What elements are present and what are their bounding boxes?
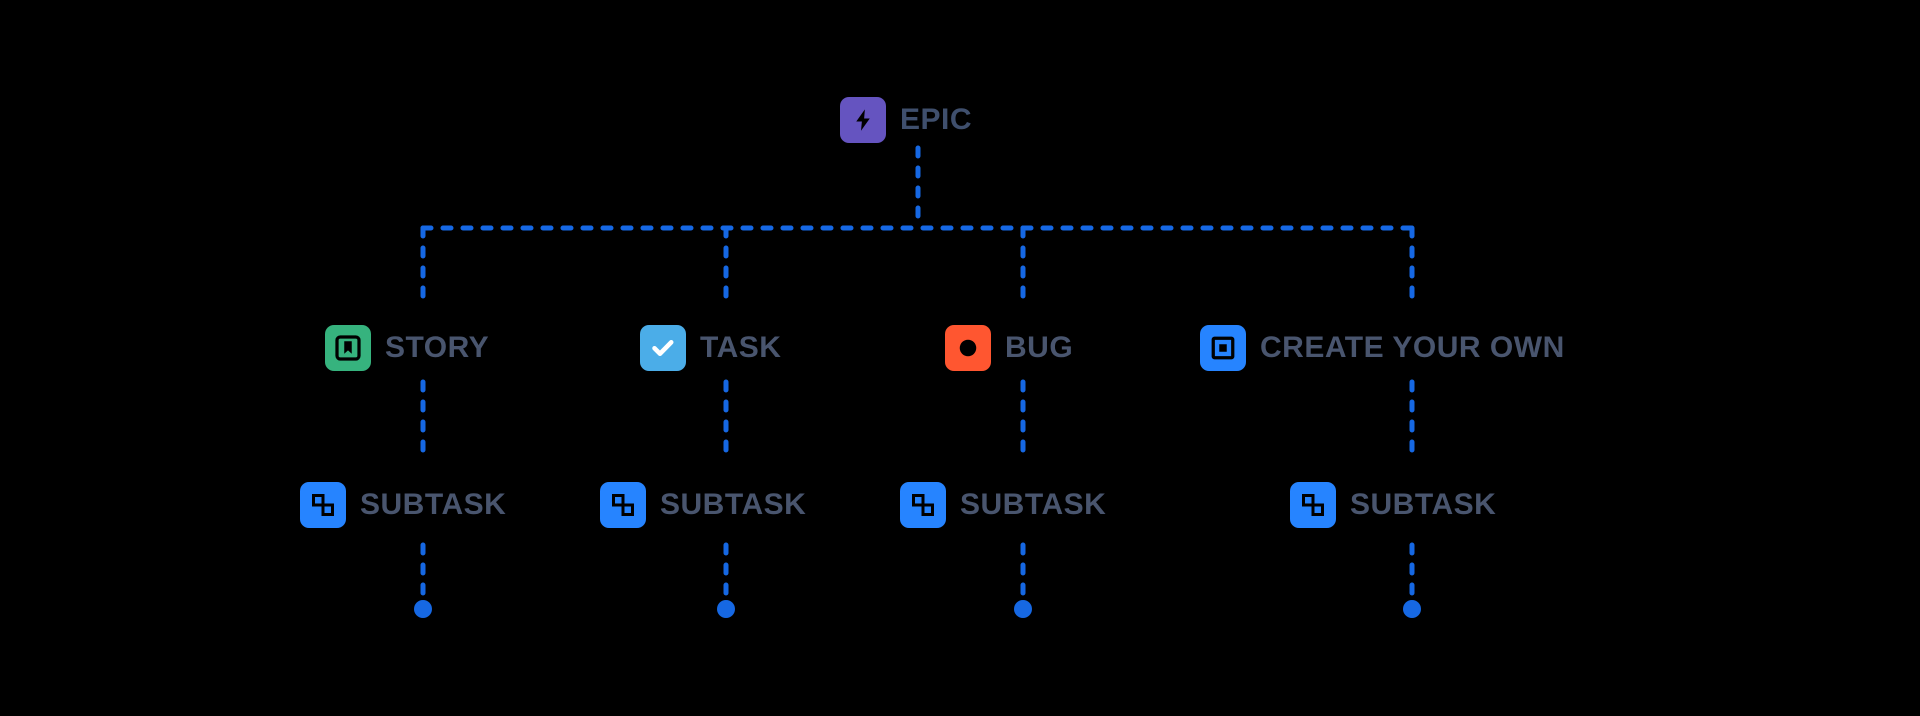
- node-subtask-1-label: SUBTASK: [360, 488, 507, 521]
- node-create-your-own[interactable]: CREATE YOUR OWN: [1200, 325, 1565, 371]
- node-bug-label: BUG: [1005, 331, 1074, 364]
- check-icon: [640, 325, 686, 371]
- node-subtask-1[interactable]: SUBTASK: [300, 482, 506, 528]
- node-subtask-4-label: SUBTASK: [1350, 488, 1497, 521]
- node-subtask-3[interactable]: SUBTASK: [900, 482, 1106, 528]
- node-story-label: STORY: [385, 331, 490, 364]
- node-epic[interactable]: EPIC: [840, 97, 972, 143]
- node-subtask-3-label: SUBTASK: [960, 488, 1107, 521]
- endpoint-dot-4: [1403, 600, 1421, 618]
- node-create-your-own-label: CREATE YOUR OWN: [1260, 331, 1565, 364]
- subtask-icon: [300, 482, 346, 528]
- subtask-icon: [900, 482, 946, 528]
- node-bug[interactable]: BUG: [945, 325, 1073, 371]
- circle-icon: [945, 325, 991, 371]
- node-story[interactable]: STORY: [325, 325, 489, 371]
- square-outline-icon: [1200, 325, 1246, 371]
- subtask-icon: [1290, 482, 1336, 528]
- node-epic-label: EPIC: [900, 103, 973, 136]
- endpoint-dot-3: [1014, 600, 1032, 618]
- subtask-icon: [600, 482, 646, 528]
- endpoint-dot-1: [414, 600, 432, 618]
- bookmark-icon: [325, 325, 371, 371]
- node-task-label: TASK: [700, 331, 782, 364]
- node-subtask-2[interactable]: SUBTASK: [600, 482, 806, 528]
- node-task[interactable]: TASK: [640, 325, 781, 371]
- node-subtask-4[interactable]: SUBTASK: [1290, 482, 1496, 528]
- lightning-bolt-icon: [840, 97, 886, 143]
- node-subtask-2-label: SUBTASK: [660, 488, 807, 521]
- endpoint-dot-2: [717, 600, 735, 618]
